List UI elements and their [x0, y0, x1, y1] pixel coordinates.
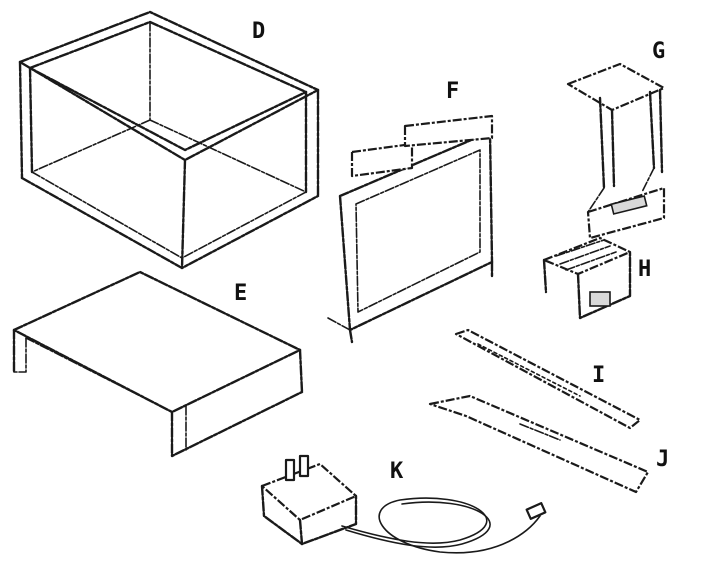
label-i: I — [592, 363, 605, 388]
label-e: E — [234, 281, 247, 306]
part-d-tank-box — [18, 10, 320, 270]
part-j-spatula-tool — [428, 394, 650, 494]
part-i-comb-strip — [454, 328, 642, 430]
part-h-comb-holder — [542, 236, 632, 320]
part-g-casting-stand — [566, 62, 666, 240]
label-j: J — [656, 447, 669, 472]
part-f-electrode-frame — [327, 114, 494, 344]
label-f: F — [446, 79, 459, 104]
label-g: G — [652, 39, 665, 64]
part-e-base-stand — [12, 270, 304, 458]
label-k: K — [390, 459, 404, 484]
part-k-power-adapter — [260, 454, 547, 554]
label-d: D — [252, 19, 265, 44]
label-h: H — [638, 257, 651, 282]
